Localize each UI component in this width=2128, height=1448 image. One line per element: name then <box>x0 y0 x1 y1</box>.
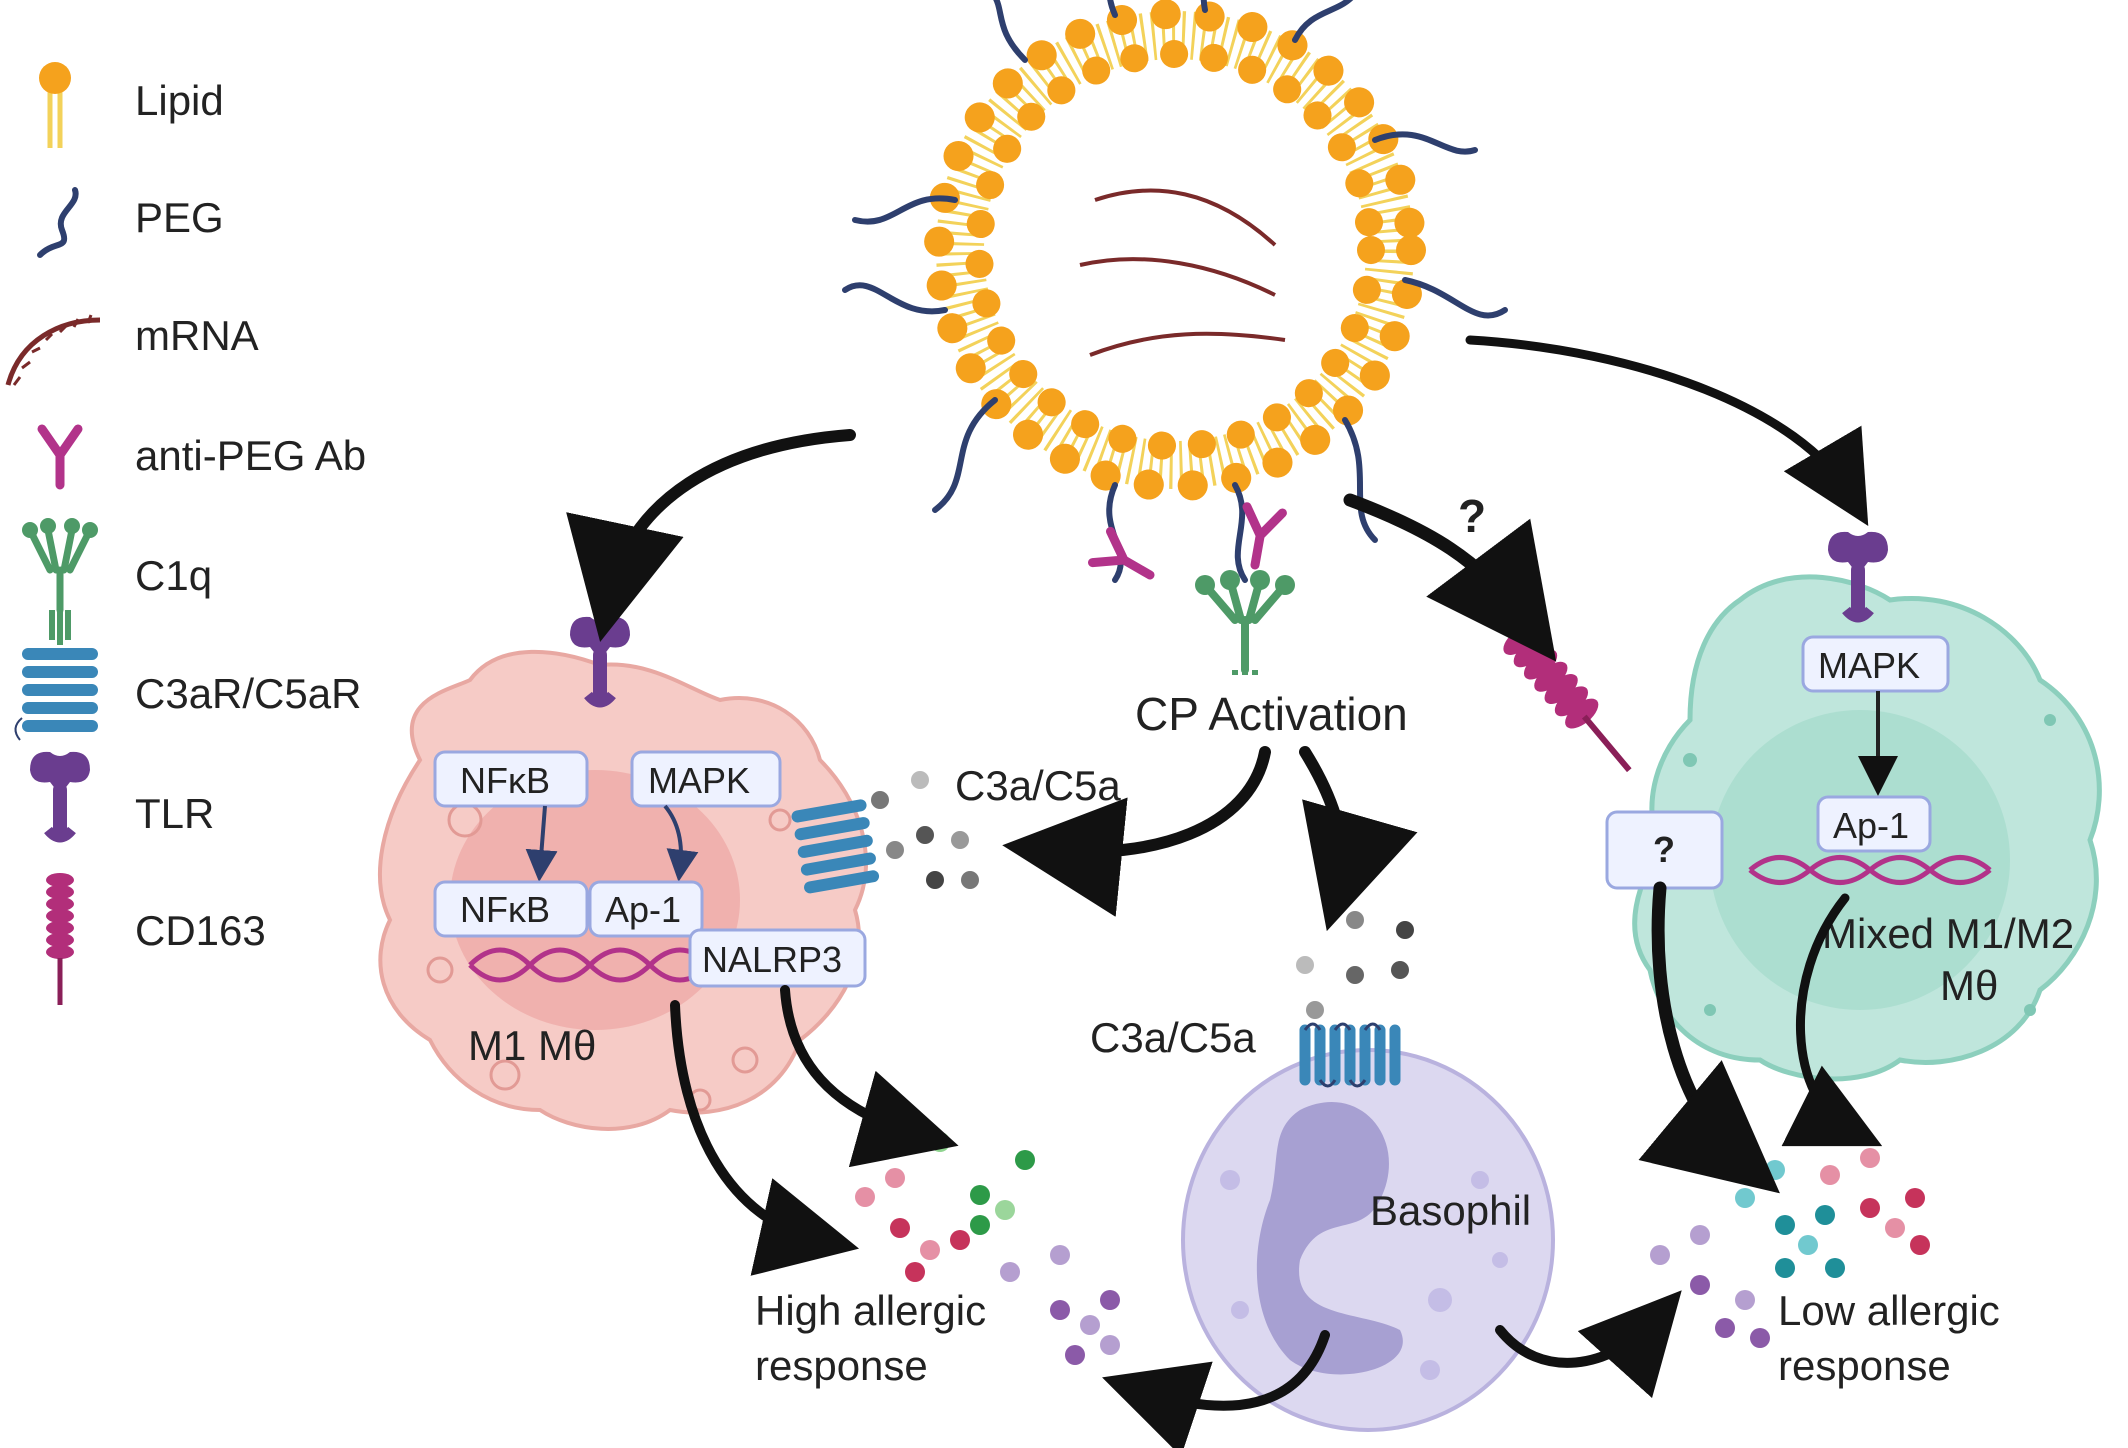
arrow-cp-to-c3a <box>1002 746 1271 917</box>
c3a-c5a-particles-top <box>871 771 979 889</box>
basophil-c3ar-receptor <box>1299 1022 1401 1088</box>
receptor-icon <box>14 648 98 741</box>
svg-text:NFκB: NFκB <box>460 760 550 801</box>
mrna-icon <box>5 314 101 386</box>
m1-nfkb-arrow <box>525 805 558 882</box>
legend-label-anti-peg-ab: anti-PEG Ab <box>135 432 366 479</box>
low-response-label-line1: Low allergic <box>1778 1287 2000 1334</box>
c3a-c5a-label-top: C3a/C5a <box>955 762 1121 809</box>
m1-nfkb-bottom-box: NFκB <box>433 880 589 938</box>
arrow-lnp-to-m1 <box>566 429 856 642</box>
svg-text:Ap-1: Ap-1 <box>605 889 681 930</box>
high-response-cytokines <box>855 1132 1120 1365</box>
legend: Lipid PEG mRNA anti-PEG Ab C1q C3aR/C5aR <box>5 62 366 1005</box>
svg-text:?: ? <box>1653 829 1675 870</box>
mrna-strands <box>1079 188 1286 357</box>
legend-label-mrna: mRNA <box>135 312 259 359</box>
legend-label-c3ar-c5ar: C3aR/C5aR <box>135 670 361 717</box>
low-response-label-line2: response <box>1778 1342 1951 1389</box>
legend-label-lipid: Lipid <box>135 77 224 124</box>
tlr-icon <box>30 752 90 838</box>
m1-mapk-box: MAPK <box>630 750 782 808</box>
cd163-question-box: ? <box>1605 810 1724 890</box>
legend-label-peg: PEG <box>135 194 224 241</box>
arrow-lnp-to-mixed <box>1465 335 1869 527</box>
svg-text:Ap-1: Ap-1 <box>1833 805 1909 846</box>
antibody-icon <box>42 429 78 485</box>
c3a-c5a-label-basophil: C3a/C5a <box>1090 1014 1256 1061</box>
c3a-c5a-particles-basophil <box>1296 911 1414 1019</box>
svg-text:MAPK: MAPK <box>648 760 750 801</box>
arrow-basophil-to-low <box>1495 1290 1682 1399</box>
mixed-ap1-box: Ap-1 <box>1816 795 1932 853</box>
antibody-c1q-complex <box>1093 507 1295 675</box>
arrow-cp-to-basophil <box>1299 746 1418 932</box>
lipid-icon <box>39 62 71 148</box>
c1q-icon <box>22 518 98 645</box>
mixed-mapk-box: MAPK <box>1801 635 1950 693</box>
m1-ap1-box: Ap-1 <box>588 880 704 938</box>
mixed-label-line2: Mθ <box>1940 962 1998 1009</box>
cd163-receptor <box>1503 625 1632 773</box>
arrow-mixed-to-low <box>1781 893 1883 1147</box>
mixed-dna <box>1748 855 1992 885</box>
arrow-basophil-to-high <box>1102 1330 1330 1448</box>
m1-nfkb-top-box: NFκB <box>433 750 589 808</box>
m1-mapk-arrow <box>663 804 699 882</box>
m1-label: M1 Mθ <box>468 1022 596 1069</box>
lipid-nanoparticle <box>842 0 1508 583</box>
svg-text:MAPK: MAPK <box>1818 645 1920 686</box>
cp-activation-label: CP Activation <box>1135 688 1408 740</box>
legend-label-cd163: CD163 <box>135 907 266 954</box>
m1-nalrp3-box: NALRP3 <box>688 928 867 988</box>
cd163-icon <box>46 873 74 1005</box>
peg-icon <box>37 187 79 258</box>
question-mark-label: ? <box>1458 490 1486 542</box>
basophil-label: Basophil <box>1370 1187 1531 1234</box>
m1-dna <box>468 947 712 983</box>
svg-text:NFκB: NFκB <box>460 889 550 930</box>
legend-label-tlr: TLR <box>135 790 214 837</box>
mixed-label-line1: Mixed M1/M2 <box>1822 910 2074 957</box>
arrow-cd163-to-low <box>1638 881 1780 1194</box>
high-response-label-line2: response <box>755 1342 928 1389</box>
svg-text:NALRP3: NALRP3 <box>702 939 842 980</box>
arrow-m1-to-high-1 <box>780 985 959 1168</box>
high-response-label-line1: High allergic <box>755 1287 986 1334</box>
legend-label-c1q: C1q <box>135 552 212 599</box>
arrow-lnp-to-cd163 <box>1343 493 1557 662</box>
peg-chains <box>842 0 1508 583</box>
arrow-m1-to-high-2 <box>670 1000 860 1276</box>
basophil-cell <box>1181 1048 1555 1432</box>
